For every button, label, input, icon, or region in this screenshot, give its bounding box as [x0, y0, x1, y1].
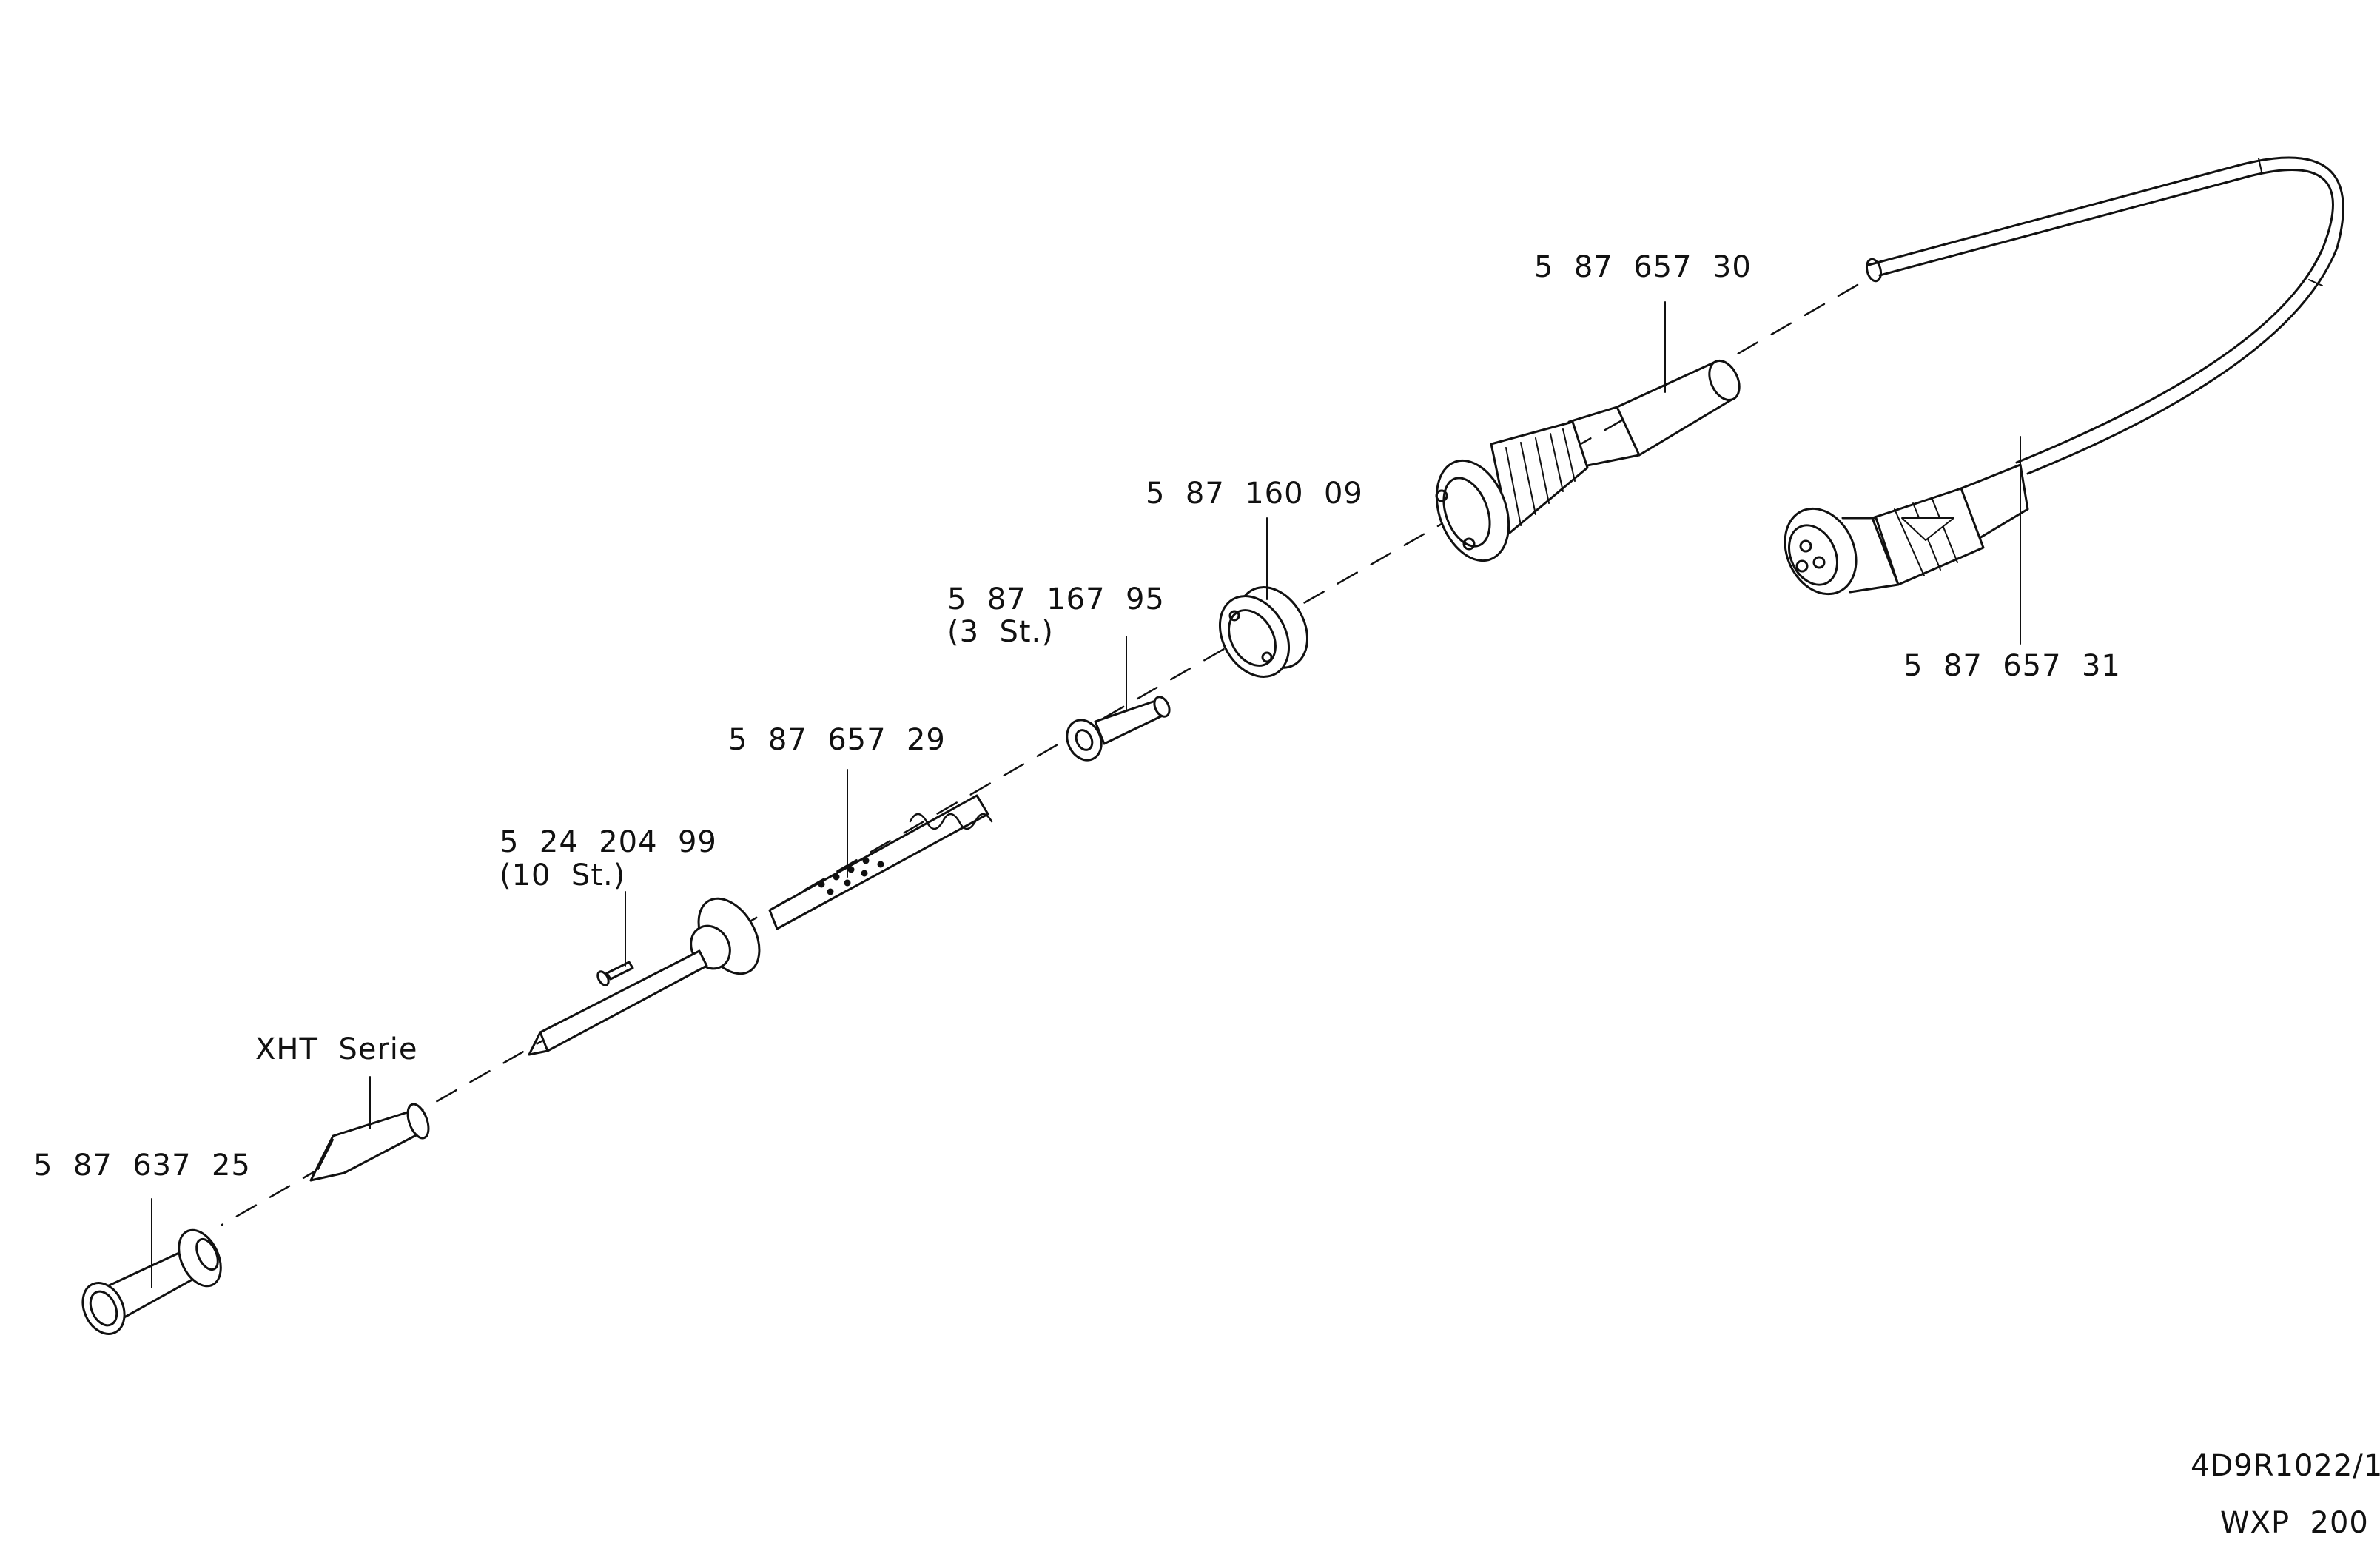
model-name: WXP 200 — [2220, 1506, 2369, 1540]
label-sleeve: 5 87 167 95 — [947, 582, 1165, 616]
heater-drawing — [528, 794, 993, 1056]
screw-drawing — [596, 961, 634, 986]
cable-drawing — [1865, 156, 2344, 475]
label-handle: 5 87 657 30 — [1534, 250, 1752, 284]
label-nozzle: 5 87 637 25 — [33, 1149, 251, 1183]
label-ring: 5 87 160 09 — [1146, 477, 1363, 511]
tip-drawing — [309, 1103, 430, 1182]
leader-lines — [151, 301, 2021, 1288]
label-heater: 5 87 657 29 — [728, 723, 946, 757]
handle-drawing — [1435, 360, 1741, 562]
ring-drawing — [1218, 586, 1309, 678]
label-connector: 5 87 657 31 — [1903, 649, 2121, 683]
label-tip-series: XHT Serie — [255, 1032, 418, 1066]
label-screw-qty: (10 St.) — [500, 858, 626, 892]
label-sleeve-qty: (3 St.) — [947, 615, 1054, 649]
sleeve-drawing — [1066, 696, 1171, 762]
nozzle-drawing — [81, 1228, 222, 1335]
connector-drawing — [1784, 463, 2029, 596]
assembly-axis — [221, 283, 1859, 1226]
label-screw: 5 24 204 99 — [500, 825, 717, 859]
drawing-number: 4D9R1022/1 — [2191, 1449, 2380, 1483]
